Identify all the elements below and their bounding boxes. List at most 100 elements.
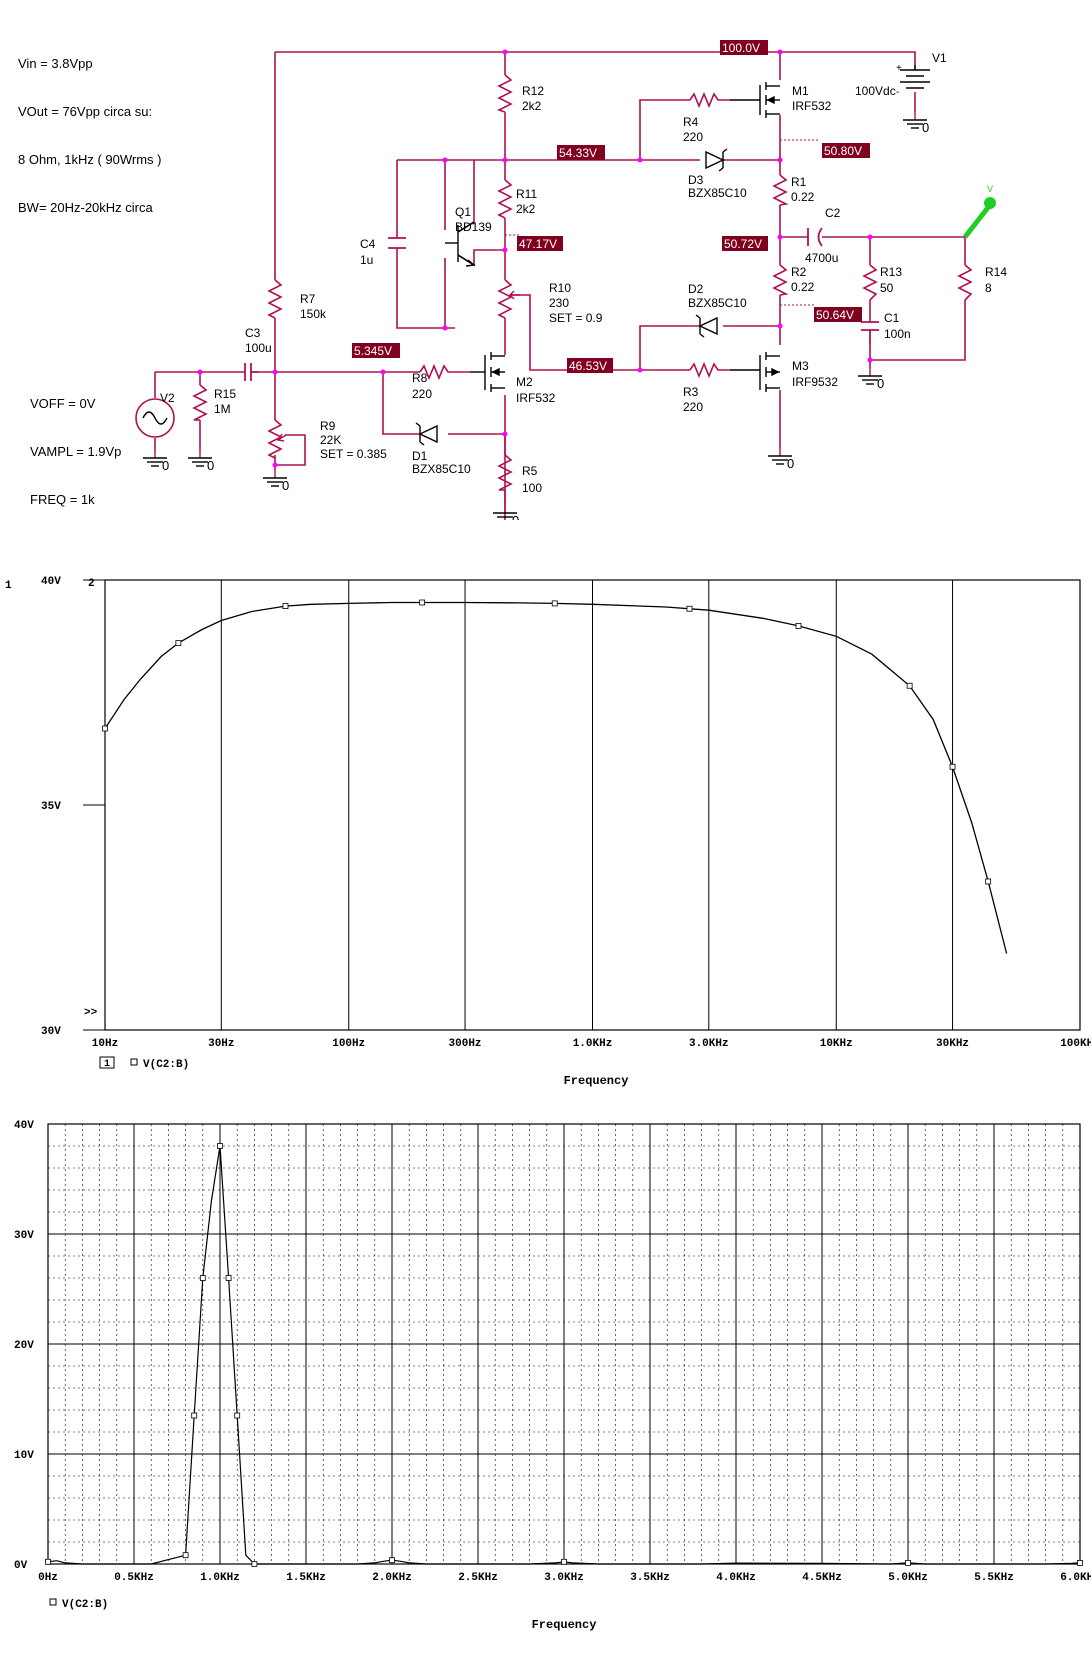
label-r7: R7	[300, 292, 316, 306]
second-axis-marker: 2	[88, 578, 95, 590]
note-line-4: BW= 20Hz-20kHz circa	[18, 200, 153, 215]
value-r5: 100	[522, 481, 542, 495]
x-tick-label: 5.0KHz	[888, 1572, 928, 1584]
value-v1: 100Vdc	[855, 84, 896, 98]
value-c2: 4700u	[805, 251, 838, 265]
source-freq: FREQ = 1k	[30, 492, 95, 507]
capacitor-c4	[388, 237, 406, 249]
value-r13: 50	[880, 281, 894, 295]
label-r11: R11	[516, 187, 537, 201]
ground-label: 0	[207, 458, 214, 473]
data-marker	[225, 1275, 232, 1281]
series-line-v-c2-b	[104, 601, 1008, 954]
ground-label: 0	[162, 458, 169, 473]
capacitors	[244, 227, 879, 381]
label-c4: C4	[360, 237, 376, 251]
legend-series-name: V(C2:B)	[143, 1059, 189, 1071]
value-r3: 220	[683, 400, 703, 414]
source-vampl: VAMPL = 1.9Vp	[30, 444, 122, 459]
data-marker	[905, 1559, 911, 1566]
y-tick-label: 40V	[14, 1120, 34, 1132]
value-r14: 8	[985, 281, 992, 295]
data-marker	[182, 1552, 189, 1559]
data-marker	[199, 1275, 206, 1281]
data-marker	[419, 599, 426, 606]
x-tick-label: 1.0KHz	[200, 1572, 240, 1584]
resistor-r2	[772, 264, 789, 296]
svg-text:+: +	[896, 63, 902, 74]
label-d1: D1	[412, 449, 428, 463]
data-marker	[102, 725, 108, 732]
data-marker	[45, 1558, 51, 1565]
ground-label: 0	[787, 456, 794, 471]
voltage-label: 100.0V	[722, 41, 760, 55]
value-r15: 1M	[214, 402, 231, 416]
data-marker	[561, 1558, 567, 1565]
plot-number: 1	[5, 580, 12, 592]
value-r9: 22K	[320, 433, 341, 447]
x-tick-label: 30KHz	[936, 1038, 969, 1050]
source-voff: VOFF = 0V	[30, 396, 96, 411]
resistor-r11	[497, 179, 513, 219]
resistors	[192, 74, 973, 491]
value-r7: 150k	[300, 307, 327, 321]
label-q1: Q1	[455, 205, 471, 219]
value-r8: 220	[412, 387, 432, 401]
label-m2: M2	[516, 375, 533, 389]
data-marker	[191, 1412, 198, 1419]
set-r10: SET = 0.9	[549, 311, 603, 325]
x-tick-label: 1.5KHz	[286, 1572, 326, 1584]
source-v2	[135, 398, 175, 438]
data-marker	[906, 682, 913, 689]
resistor-r3	[689, 361, 730, 379]
y-tick-label: 35V	[41, 801, 61, 813]
label-c1: C1	[884, 311, 900, 325]
x-tick-label: 2.0KHz	[372, 1572, 412, 1584]
capacitor-c2	[807, 227, 823, 247]
label-r1: R1	[791, 175, 807, 189]
x-tick-label: 100KHz	[1060, 1038, 1091, 1050]
voltage-label: 50.64V	[816, 308, 854, 322]
data-marker	[949, 763, 956, 770]
resistor-r15	[192, 384, 208, 421]
legend: V(C2:B)	[49, 1598, 108, 1611]
label-v1: V1	[932, 51, 947, 65]
value-c3: 100u	[245, 341, 272, 355]
resistor-r10	[497, 279, 513, 319]
diode-d3	[705, 148, 728, 172]
x-tick-label: 0.5KHz	[114, 1572, 154, 1584]
value-r10: 230	[549, 296, 569, 310]
x-tick-label: 4.5KHz	[802, 1572, 842, 1584]
label-c3: C3	[245, 326, 261, 340]
value-r1: 0.22	[791, 190, 815, 204]
note-line-3: 8 Ohm, 1kHz ( 90Wrms )	[18, 152, 162, 167]
value-r12: 2k2	[522, 99, 542, 113]
ground-label: 0	[922, 120, 929, 135]
value-r2: 0.22	[791, 280, 815, 294]
legend-plot-number: 1	[104, 1059, 110, 1070]
data-marker	[686, 605, 693, 612]
voltage-label: 47.17V	[519, 237, 557, 251]
mosfet-m1	[730, 82, 780, 118]
label-r14: R14	[985, 265, 1007, 279]
value-r11: 2k2	[516, 202, 536, 216]
ground-label: 0	[512, 513, 519, 520]
y-tick-label: 10V	[14, 1450, 34, 1462]
resistor-r14	[957, 264, 973, 301]
resistor-r1	[772, 174, 789, 206]
y-tick-label: 20V	[14, 1340, 34, 1352]
resistor-r5	[497, 454, 513, 491]
diode-d1	[415, 422, 438, 446]
voltage-label: 50.80V	[824, 144, 862, 158]
spec-note: Vin = 3.8Vpp VOut = 76Vpp circa su: 8 Oh…	[18, 24, 162, 232]
x-tick-label: 3.0KHz	[544, 1572, 584, 1584]
label-r3: R3	[683, 385, 699, 399]
voltage-label: 50.72V	[724, 237, 762, 251]
data-marker	[282, 603, 289, 609]
value-d3: BZX85C10	[688, 186, 747, 200]
x-tick-label: 5.5KHz	[974, 1572, 1014, 1584]
x-tick-label: 0Hz	[38, 1572, 58, 1584]
x-tick-label: 6.0KHz	[1060, 1572, 1091, 1584]
